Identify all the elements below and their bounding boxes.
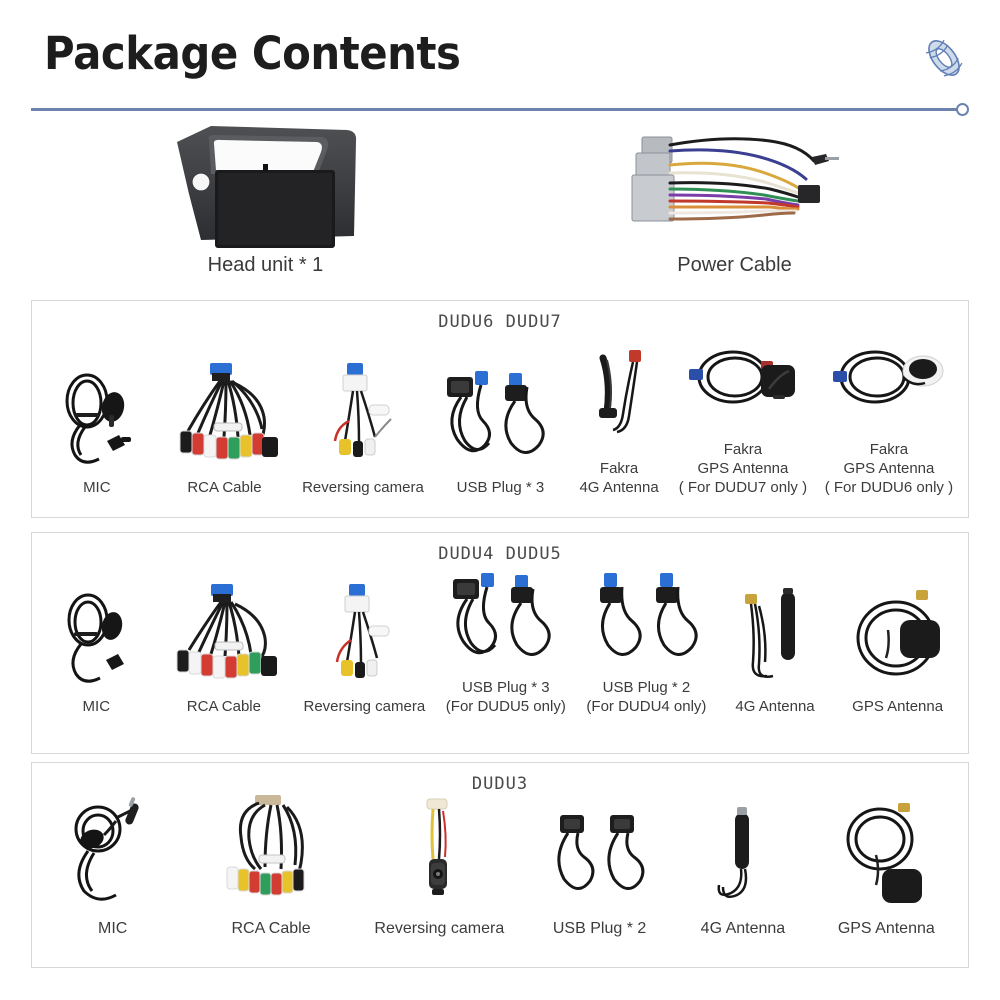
section-title: DUDU3 [471,774,529,794]
top-feature-row: Head unit * 1 [31,122,969,290]
item-usb-plug: USB Plug * 2 [544,795,656,939]
fakra-4g-antenna-image [577,342,661,454]
item-label: USB Plug * 3 (For DUDU5 only) [445,679,566,715]
item-label: RCA Cable [187,478,262,496]
item-mic: MIC [48,584,144,717]
usb-plug-image [447,563,565,673]
coil-spring-icon [916,30,972,86]
rca-cable-image [207,793,335,913]
item-label: USB Plug * 2 [552,920,647,937]
item-label: RCA Cable [231,920,311,937]
item-label: GPS Antenna [837,920,935,937]
header-divider [31,103,969,117]
head-unit-image [171,122,361,250]
top-item-label: Head unit * 1 [207,254,324,276]
item-fakra-gps-antenna-dudu6: Fakra GPS Antenna ( For DUDU6 only ) [825,331,953,497]
item-label: GPS Antenna [852,697,944,715]
item-reversing-camera: Reversing camera [374,795,504,939]
section-items: MIC [32,793,968,939]
reversing-camera-image [391,795,487,913]
rca-cable-image [165,582,283,692]
section-dudu3: DUDU3 [31,762,969,968]
item-label: RCA Cable [186,697,261,715]
page-header: Package Contents [0,0,1000,116]
mic-image [47,363,147,473]
section-title: DUDU6 DUDU7 [438,312,562,332]
item-label: Reversing camera [374,920,505,937]
mic-image [58,795,168,913]
item-label: Fakra GPS Antenna ( For DUDU7 only ) [678,441,808,496]
gps-antenna-image [844,584,952,692]
page-title: Package Contents [44,27,461,80]
item-fakra-gps-antenna-dudu7: Fakra GPS Antenna ( For DUDU7 only ) [679,331,807,497]
divider-end-dot [956,103,969,116]
item-label: MIC [98,920,128,937]
power-cable-image [630,122,840,250]
item-mic: MIC [58,795,168,939]
section-dudu6-dudu7: DUDU6 DUDU7 [31,300,969,518]
top-item-head-unit: Head unit * 1 [31,122,500,290]
item-usb-plug: USB Plug * 3 [441,361,559,498]
item-label: USB Plug * 3 [456,478,545,496]
item-label: Fakra GPS Antenna ( For DUDU6 only ) [824,441,954,496]
gps-antenna-image [830,795,942,913]
usb-plug-image [544,795,656,913]
item-label: Reversing camera [303,697,426,715]
item-rca-cable: RCA Cable [207,793,335,939]
item-label: MIC [82,697,111,715]
item-label: 4G Antenna [735,697,815,715]
usb-plug-image [441,361,559,473]
fakra-gps-antenna-image [831,331,947,435]
item-4g-antenna: 4G Antenna [727,584,823,717]
fakra-gps-antenna-image [685,331,801,435]
item-gps-antenna: GPS Antenna [844,584,952,717]
4g-antenna-image [695,795,791,913]
reversing-camera-image [309,361,417,473]
item-rca-cable: RCA Cable [164,361,284,498]
item-rca-cable: RCA Cable [165,582,283,717]
top-item-power-cable: Power Cable [500,122,969,290]
item-gps-antenna: GPS Antenna [830,795,942,939]
section-dudu4-dudu5: DUDU4 DUDU5 MIC [31,532,969,754]
item-label: USB Plug * 2 (For DUDU4 only) [586,679,707,715]
reversing-camera-image [311,582,417,692]
item-reversing-camera: Reversing camera [303,582,425,717]
divider-line [31,108,957,111]
top-item-label: Power Cable [677,254,792,276]
section-items: MIC [32,331,968,497]
rca-cable-image [164,361,284,473]
section-title: DUDU4 DUDU5 [438,544,562,564]
item-reversing-camera: Reversing camera [302,361,424,498]
item-usb-plug-dudu5: USB Plug * 3 (For DUDU5 only) [446,563,566,717]
4g-antenna-image [727,584,823,692]
item-fakra-4g-antenna: Fakra 4G Antenna [577,342,661,498]
item-mic: MIC [47,363,147,498]
item-usb-plug-dudu4: USB Plug * 2 (For DUDU4 only) [586,563,706,717]
item-label: Fakra 4G Antenna [579,459,659,496]
item-4g-antenna: 4G Antenna [695,795,791,939]
item-label: 4G Antenna [700,920,786,937]
usb-plug-image [590,563,702,673]
item-label: Reversing camera [302,478,424,496]
mic-image [48,584,144,692]
item-label: MIC [83,478,111,496]
section-items: MIC [32,563,968,717]
